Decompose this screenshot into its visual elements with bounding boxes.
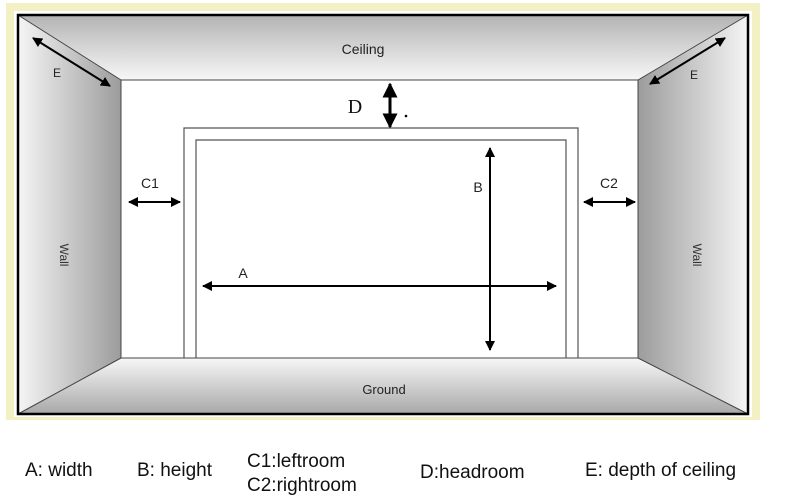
legend-c1: C1:leftroom	[247, 451, 346, 472]
door-opening	[183, 127, 579, 358]
label-a: A	[238, 265, 248, 281]
label-ceiling: Ceiling	[342, 41, 385, 57]
legend-b: B: height	[137, 460, 212, 481]
label-ground: Ground	[362, 382, 405, 397]
legend-c2: C2:rightroom	[247, 475, 357, 496]
label-wall-left: Wall	[57, 244, 71, 267]
right-wall-surface	[638, 15, 748, 414]
ceiling-surface	[18, 15, 748, 80]
arrow-e-right	[649, 37, 726, 85]
label-b: B	[473, 179, 482, 195]
diagram-frame	[16, 13, 750, 416]
garage-diagram: Ceiling Ground Wall Wall A B C1 C2 D E E	[6, 3, 760, 425]
d-dot	[404, 114, 408, 118]
left-wall-surface	[18, 15, 121, 414]
label-wall-right: Wall	[690, 244, 704, 267]
perspective-edges	[17, 14, 749, 415]
legend: A: width B: height C1:leftroom C2:rightr…	[0, 420, 800, 502]
label-c2: C2	[600, 175, 618, 191]
garage-diagram-svg: Ceiling Ground Wall Wall A B C1 C2 D E E	[6, 3, 760, 425]
label-e-left: E	[53, 66, 61, 80]
label-e-right: E	[690, 68, 698, 82]
legend-e: E: depth of ceiling	[585, 460, 737, 481]
arrow-e-left	[32, 37, 111, 87]
ground-surface	[18, 358, 748, 414]
label-d: D	[348, 96, 362, 118]
label-c1: C1	[141, 175, 159, 191]
back-wall	[121, 80, 638, 358]
legend-d: D:headroom	[420, 462, 525, 483]
legend-a: A: width	[25, 460, 93, 481]
